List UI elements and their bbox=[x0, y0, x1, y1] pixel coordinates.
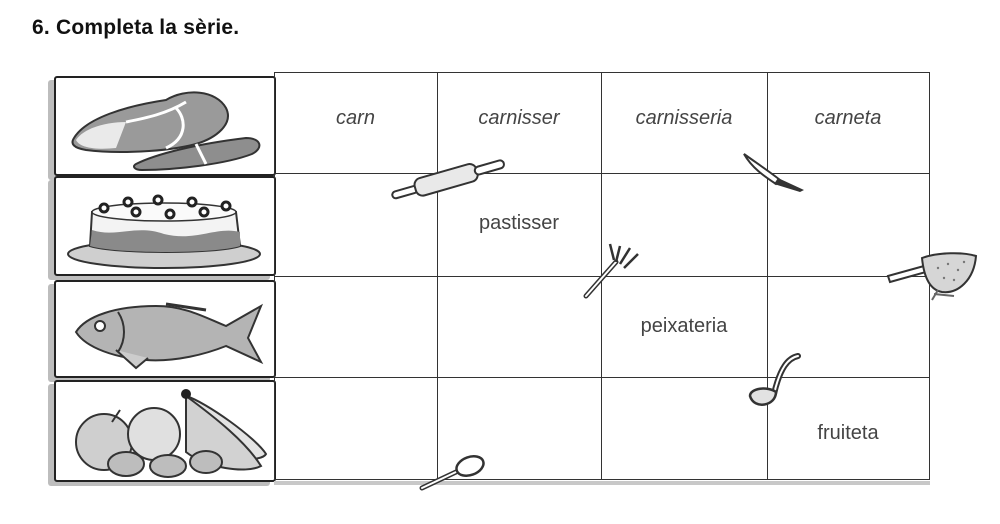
fruit-image-cell bbox=[54, 380, 276, 482]
exercise-title: 6. Completa la sèrie. bbox=[32, 16, 240, 39]
rolling-pin-icon bbox=[391, 159, 505, 200]
cell-r0-c1: carnisser bbox=[478, 106, 560, 129]
cell-r0-c3: carneta bbox=[814, 106, 882, 129]
grid-line bbox=[274, 377, 930, 378]
cake-image-cell bbox=[54, 176, 276, 276]
cell-r3-c0[interactable] bbox=[274, 377, 437, 479]
fork-icon bbox=[583, 243, 639, 299]
grid-line bbox=[274, 72, 930, 73]
fruit-icon bbox=[75, 389, 268, 478]
cell-r2-c1[interactable] bbox=[437, 276, 601, 376]
cell-r0-c2: carnisseria bbox=[635, 106, 733, 129]
cell-r0-c0: carn bbox=[336, 106, 375, 129]
cell-r3-c3: fruiteta bbox=[817, 421, 879, 444]
strainer-icon bbox=[886, 252, 978, 301]
meat-image-cell bbox=[54, 76, 276, 176]
grid-line bbox=[274, 479, 930, 480]
table-shadow bbox=[274, 481, 930, 485]
grid-line bbox=[767, 72, 768, 480]
cell-r2-c0[interactable] bbox=[274, 276, 437, 376]
ladle-icon bbox=[748, 353, 801, 406]
knife-icon bbox=[743, 153, 804, 192]
series-table: carn carnisser carnisseria carneta pasti… bbox=[274, 72, 930, 480]
grid-line bbox=[274, 72, 275, 480]
meat-icon bbox=[71, 91, 261, 172]
cake-icon bbox=[67, 194, 261, 269]
cell-r2-c2: peixateria bbox=[640, 314, 728, 337]
spoon-icon bbox=[419, 455, 485, 491]
grid-line bbox=[274, 173, 930, 174]
fish-icon bbox=[74, 302, 264, 370]
cell-r3-c2[interactable] bbox=[601, 377, 767, 479]
fish-image-cell bbox=[54, 280, 276, 378]
cell-r1-c1: pastisser bbox=[478, 211, 560, 234]
grid-line bbox=[437, 72, 438, 480]
